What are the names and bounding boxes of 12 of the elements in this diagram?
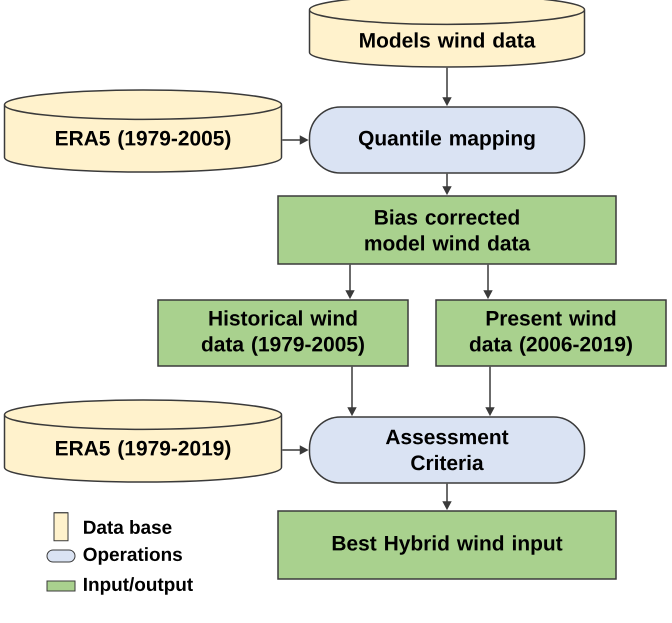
operation-box: Assessment Criteria [308,416,586,484]
operation-box: Quantile mapping [308,106,586,174]
legend-label: Data base [84,520,172,534]
database-cylinder: ERA5 (1979-2005) [4,89,282,173]
database-cylinder: ERA5 (1979-2019) [4,399,282,483]
input-output-box: Bias corrected model wind data [277,195,617,265]
input-output-box: Historical wind data (1979-2005) [157,299,409,367]
legend-label: Operations [84,547,182,565]
input-output-box: Best Hybrid wind input [277,510,617,580]
legend-label: Input/output [84,577,193,595]
input-output-box: Present wind data (2006-2019) [435,299,667,367]
database-cylinder: Models wind data [308,0,586,68]
